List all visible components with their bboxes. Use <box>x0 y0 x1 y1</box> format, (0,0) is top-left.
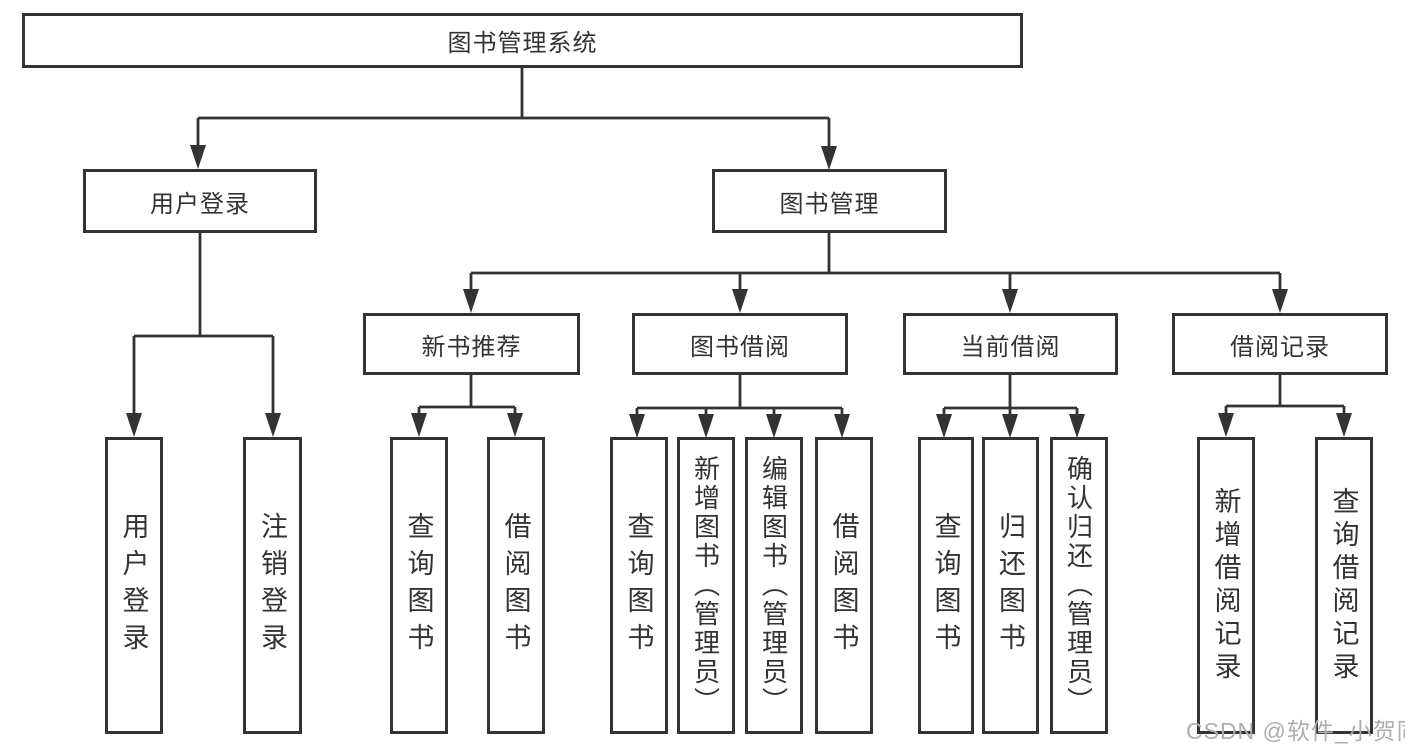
leaf-label: 用户登录 <box>118 511 149 660</box>
node-new-book-recommendation: 新书推荐 <box>363 313 580 375</box>
node-label: 借阅记录 <box>1230 333 1330 361</box>
leaf-label: 归还图书 <box>995 511 1025 660</box>
node-label: 图书借阅 <box>690 333 790 361</box>
node-borrowing-records: 借阅记录 <box>1172 313 1388 375</box>
node-label: 图书管理 <box>779 190 880 218</box>
node-library-management-system: 图书管理系统 <box>22 13 1023 68</box>
leaf-add-books-admin: 新增图书（管理员） <box>677 437 735 734</box>
arrowheads <box>126 145 1352 438</box>
leaf-label: 借阅图书 <box>828 511 859 660</box>
leaf-confirm-return-admin: 确认归还（管理员） <box>1050 437 1108 734</box>
leaf-label: 查询图书 <box>403 511 434 660</box>
leaf-borrow-books: 借阅图书 <box>815 437 873 734</box>
node-label: 图书管理系统 <box>447 30 598 57</box>
leaf-add-borrow-record: 新增借阅记录 <box>1197 437 1255 734</box>
node-label: 新书推荐 <box>421 333 522 361</box>
leaf-edit-books-admin: 编辑图书（管理员） <box>745 437 803 734</box>
node-label: 用户登录 <box>150 190 250 218</box>
leaf-label: 查询借阅记录 <box>1328 486 1359 685</box>
csdn-watermark: CSDN @软件_小贺同学 <box>1186 718 1405 744</box>
leaf-label: 查询图书 <box>930 511 961 660</box>
node-book-management: 图书管理 <box>712 169 947 233</box>
leaf-label: 新增借阅记录 <box>1210 486 1241 685</box>
node-book-borrowing: 图书借阅 <box>632 313 848 375</box>
leaf-query-books-borrowing: 查询图书 <box>610 437 668 734</box>
node-label: 当前借阅 <box>960 333 1061 361</box>
leaf-user-login: 用户登录 <box>105 437 163 734</box>
leaf-label: 借阅图书 <box>500 511 531 660</box>
leaf-borrow-books-recommend: 借阅图书 <box>487 437 545 734</box>
leaf-query-books-current: 查询图书 <box>918 437 974 734</box>
leaf-label: 查询图书 <box>623 511 654 660</box>
node-user-login: 用户登录 <box>83 169 317 233</box>
leaf-query-borrow-record: 查询借阅记录 <box>1315 437 1373 734</box>
leaf-label: 注销登录 <box>257 511 287 660</box>
leaf-return-books: 归还图书 <box>982 437 1039 734</box>
leaf-query-books-recommend: 查询图书 <box>390 437 448 734</box>
node-current-borrowing: 当前借阅 <box>903 313 1118 375</box>
leaf-label: 编辑图书（管理员） <box>758 455 789 716</box>
leaf-label: 新增图书（管理员） <box>690 455 721 716</box>
leaf-label: 确认归还（管理员） <box>1063 455 1094 716</box>
leaf-logout: 注销登录 <box>243 437 302 734</box>
